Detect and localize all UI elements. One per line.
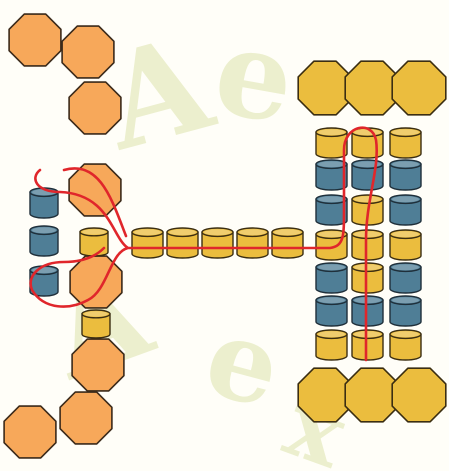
cylinder-unit [390, 195, 421, 225]
cylinder-unit [390, 263, 421, 293]
cylinder-unit [167, 228, 198, 258]
cylinder-unit [352, 330, 383, 360]
gold-octagon-subunit [298, 61, 352, 115]
cylinder-unit [352, 263, 383, 293]
orange-octagon-subunit [69, 82, 121, 134]
gold-octagon-subunit [345, 368, 399, 422]
cylinder-unit [202, 228, 233, 258]
logo-watermark: e [205, 0, 305, 152]
orange-octagon-subunit [69, 164, 121, 216]
cylinder-unit [82, 310, 110, 338]
gold-octagon-subunit [392, 61, 446, 115]
orange-octagon-subunit [9, 14, 61, 66]
gold-octagon-subunit [345, 61, 399, 115]
gold-octagon-subunit [392, 368, 446, 422]
cylinder-unit [352, 128, 383, 158]
orange-octagon-subunit [4, 406, 56, 458]
cylinder-unit [390, 160, 421, 190]
cylinder-unit [272, 228, 303, 258]
cylinder-unit [316, 296, 347, 326]
cylinder-unit [352, 230, 383, 260]
cylinder-unit [390, 296, 421, 326]
cylinder-unit [390, 128, 421, 158]
orange-octagon-subunit [72, 339, 124, 391]
cylinder-unit [390, 330, 421, 360]
orange-octagon-subunit [60, 392, 112, 444]
cylinder-unit [132, 228, 163, 258]
cylinder-unit [237, 228, 268, 258]
gold-octagon-subunit [298, 368, 352, 422]
cylinder-unit [352, 160, 383, 190]
cylinder-unit [316, 128, 347, 158]
logo-watermark: e [193, 291, 294, 434]
cylinder-unit [352, 296, 383, 326]
cylinder-unit [316, 263, 347, 293]
cylinder-unit [390, 230, 421, 260]
cylinder-unit [316, 330, 347, 360]
cylinder-unit [316, 160, 347, 190]
cylinder-unit [316, 195, 347, 225]
cylinder-unit [30, 226, 58, 256]
cylinder-unit [80, 228, 108, 256]
orange-octagon-subunit [62, 26, 114, 78]
orange-octagon-subunit [70, 256, 122, 308]
